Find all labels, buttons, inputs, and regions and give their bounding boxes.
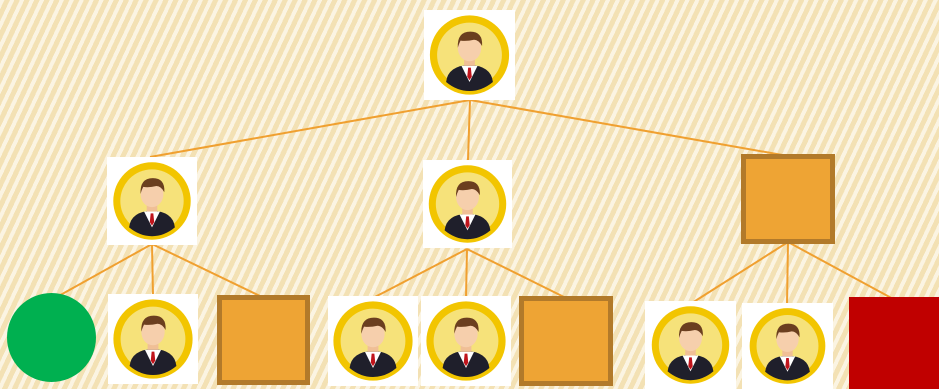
link-l1-right-l2-9 bbox=[787, 241, 896, 301]
link-root-l1-right bbox=[469, 99, 789, 157]
person-icon bbox=[421, 296, 511, 386]
link-root-l1-left bbox=[149, 99, 471, 158]
person-node-root bbox=[424, 10, 515, 100]
person-node-l1-left bbox=[107, 157, 197, 245]
link-l1-left-l2-1 bbox=[54, 243, 153, 299]
link-l1-mid-l2-6 bbox=[466, 248, 567, 299]
link-l1-mid-l2-5 bbox=[465, 248, 468, 299]
person-icon bbox=[423, 160, 512, 248]
person-node-l2-5 bbox=[421, 296, 511, 386]
person-icon bbox=[645, 301, 736, 389]
person-icon bbox=[328, 296, 418, 386]
person-icon bbox=[424, 10, 515, 100]
person-icon bbox=[742, 303, 833, 389]
person-icon bbox=[108, 294, 198, 384]
link-root-l1-mid bbox=[467, 99, 471, 161]
person-node-l2-7 bbox=[645, 301, 736, 389]
link-l1-left-l2-3 bbox=[151, 243, 263, 298]
link-l1-mid-l2-4 bbox=[372, 248, 468, 299]
person-node-l2-4 bbox=[328, 296, 418, 386]
orange-square-node-l1-right bbox=[741, 154, 835, 244]
green-circle-node bbox=[7, 293, 96, 382]
person-icon bbox=[107, 157, 197, 245]
link-l1-right-l2-7 bbox=[691, 241, 789, 304]
orange-square-node-l2-6 bbox=[519, 296, 613, 386]
link-l1-right-l2-8 bbox=[786, 241, 789, 306]
orange-square-node-l2-3 bbox=[217, 295, 310, 385]
person-node-l2-2 bbox=[108, 294, 198, 384]
person-node-l2-8 bbox=[742, 303, 833, 389]
red-square-node bbox=[849, 297, 939, 389]
person-node-l1-mid bbox=[423, 160, 512, 248]
link-l1-left-l2-2 bbox=[151, 243, 154, 297]
